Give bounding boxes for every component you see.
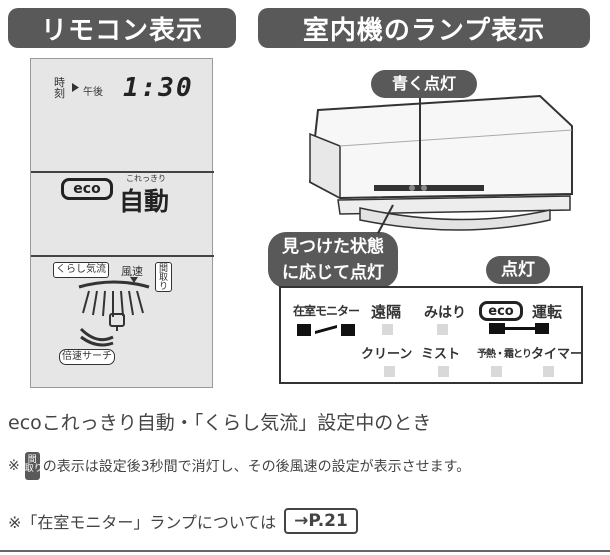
lamp-label-watch: みはり <box>424 305 466 321</box>
lamp-watch <box>437 324 448 335</box>
lamp-eco <box>489 323 505 334</box>
baisoku-search-tag: 倍速サーチ <box>59 349 115 365</box>
lamp-timer <box>543 366 554 377</box>
madori-icon-bottom: 取り <box>24 464 43 474</box>
lamp-mist <box>438 366 449 377</box>
indoor-lamp-panel: 在室モニター 遠隔 みはり eco 運転 クリーン ミスト 予熱・霜とり タイマ… <box>279 286 583 384</box>
madori-top: 間 <box>158 264 168 274</box>
blue-light-callout: 青く点灯 <box>371 70 477 98</box>
auto-mode: 自動 <box>119 187 170 216</box>
ruby-text: これっきり <box>126 174 166 183</box>
lamp-label-clean: クリーン <box>361 347 413 362</box>
madori-bottom: 取り <box>158 273 168 292</box>
note-condition: ecoこれっきり自動・「くらし気流」設定中のとき <box>8 412 432 434</box>
note-madori: ※ 間 取り の表示は設定後3秒間で消灯し、その後風速の設定が表示させます。 <box>8 452 470 480</box>
period-label: 午後 <box>83 87 103 98</box>
lamp-label-operation: 運転 <box>532 303 563 321</box>
lamp-operation <box>535 323 549 334</box>
lamp-label-timer: タイマー <box>531 347 584 362</box>
play-arrow-icon <box>72 83 79 92</box>
person-search-icon <box>109 313 125 331</box>
lamp-label-preheat-defrost: 予熱・霜とり <box>477 349 532 360</box>
lamp-remote <box>382 324 393 335</box>
lcd-divider <box>31 171 214 173</box>
lit-callout: 点灯 <box>486 256 550 284</box>
bottom-rule <box>0 550 610 552</box>
lamp-label-eco: eco <box>479 301 523 321</box>
lamp-presence-right <box>341 324 355 336</box>
kurashi-kiryu-tag: くらし気流 <box>53 262 109 278</box>
lamp-label-remote: 遠隔 <box>371 303 402 321</box>
fan-speed-arrow-icon <box>130 277 138 283</box>
lamp-clean <box>384 366 395 377</box>
found-line2: に応じて点灯 <box>282 263 384 283</box>
blue-light-leader <box>419 98 421 190</box>
airflow-wave-icon <box>79 327 114 347</box>
lamp-link-line <box>503 327 537 330</box>
lamp-preheat-defrost <box>491 366 502 377</box>
fan-speed-label: 風速 <box>121 265 143 278</box>
madori-icon: 間 取り <box>24 452 43 480</box>
note-madori-prefix: ※ <box>8 458 20 474</box>
time-label: 時 刻 <box>54 77 65 99</box>
time-label-top: 時 <box>54 76 65 89</box>
lcd-divider <box>31 255 214 257</box>
lamp-presence-mid <box>315 325 337 339</box>
indoor-unit-illustration <box>308 94 573 231</box>
note-madori-text: の表示は設定後3秒間で消灯し、その後風速の設定が表示させます。 <box>42 459 471 475</box>
remote-display-header: リモコン表示 <box>8 8 236 48</box>
page-link[interactable]: →P.21 <box>284 508 358 534</box>
lamp-label-mist: ミスト <box>421 347 461 362</box>
lamp-presence-left <box>297 324 311 336</box>
time-label-bottom: 刻 <box>54 87 65 100</box>
madori-badge: 間 取り <box>155 262 172 292</box>
found-line1: 見つけた状態 <box>282 237 384 257</box>
indoor-lamp-header: 室内機のランプ表示 <box>258 8 590 48</box>
remote-lcd-panel: 時 刻 午後 1:30 eco これっきり 自動 くらし気流 風速 間 取り 倍… <box>30 58 214 388</box>
note-presence-monitor: ※「在室モニター」ランプについては →P.21 <box>8 508 358 534</box>
found-state-callout: 見つけた状態 に応じて点灯 <box>268 232 398 288</box>
note-presence-text: ※「在室モニター」ランプについては <box>8 513 277 532</box>
lamp-label-presence-monitor: 在室モニター <box>293 304 360 318</box>
eco-badge: eco <box>61 178 113 200</box>
time-value: 1:30 <box>123 73 194 103</box>
louver-airflow-icon <box>78 280 150 317</box>
madori-icon-top: 間 <box>27 455 37 465</box>
